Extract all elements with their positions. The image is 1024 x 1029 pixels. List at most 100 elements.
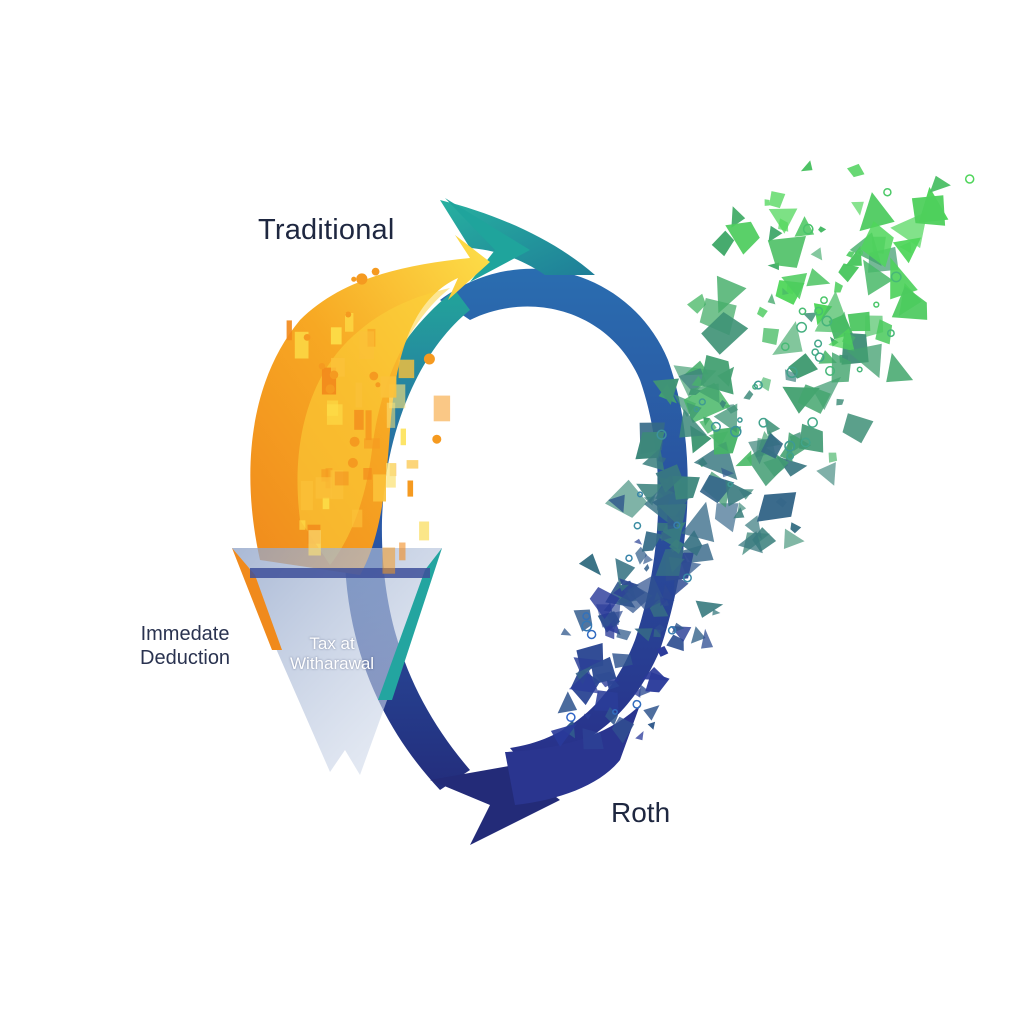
flame-square	[373, 474, 386, 502]
flame-dot	[423, 353, 435, 365]
flame-square	[345, 313, 354, 332]
shard	[643, 563, 650, 572]
shard-ring	[825, 365, 836, 376]
shard-ring	[786, 366, 798, 379]
flame-square	[354, 409, 364, 430]
shard-ring	[890, 271, 902, 283]
shard	[886, 352, 914, 383]
flame-square	[380, 376, 397, 398]
funnel-left-orange	[232, 548, 282, 650]
shard-ring	[710, 421, 721, 432]
shard	[814, 290, 852, 333]
shard	[772, 321, 803, 355]
shard-ring	[883, 187, 892, 197]
shard	[594, 690, 619, 712]
shard-ring	[886, 329, 895, 338]
shard	[762, 327, 780, 345]
shard	[668, 556, 685, 573]
shard	[859, 192, 895, 232]
shard	[797, 384, 831, 414]
shard	[638, 684, 651, 697]
shard	[733, 507, 745, 519]
shard	[802, 312, 818, 323]
flame-square	[359, 331, 374, 359]
shard-ring	[625, 554, 633, 562]
label-tax-at-withdrawal: Tax at Witharawal	[290, 634, 374, 674]
label-traditional: Traditional	[258, 214, 395, 246]
flame-square	[286, 320, 292, 341]
shard	[681, 501, 715, 543]
flame-square	[355, 382, 363, 408]
shard	[575, 665, 592, 685]
shard	[657, 456, 667, 463]
shard	[781, 273, 808, 300]
shard	[701, 628, 714, 649]
label-tax-at-withdrawal-line2: Witharawal	[290, 654, 375, 673]
shard-ring	[820, 296, 828, 305]
shard	[641, 531, 662, 552]
shard	[687, 293, 706, 314]
shard	[669, 539, 684, 554]
shard-ring	[814, 352, 825, 363]
shard	[618, 584, 629, 592]
shard	[875, 319, 893, 345]
shard	[764, 417, 781, 435]
traditional-arrow-tip	[445, 198, 530, 282]
shard	[657, 522, 669, 531]
shard	[891, 286, 928, 320]
shard	[836, 398, 845, 406]
shard	[560, 628, 572, 636]
shard	[784, 369, 797, 383]
shard-ring	[758, 417, 769, 428]
shard	[712, 609, 721, 616]
flame-dot	[318, 363, 326, 370]
shard	[783, 528, 805, 549]
flame-square	[363, 468, 372, 480]
shard	[816, 462, 836, 486]
shard	[675, 521, 687, 531]
shard-ring	[784, 440, 796, 452]
shard-ring	[786, 452, 795, 460]
shard-ring	[581, 620, 593, 632]
shard-ring	[693, 406, 700, 413]
flame-square	[327, 400, 339, 416]
shard	[767, 293, 776, 305]
flame-square	[299, 520, 306, 530]
shard-ring	[632, 699, 642, 709]
shard-ring	[667, 626, 677, 635]
flame-dot	[371, 267, 380, 276]
shard	[616, 628, 632, 641]
shard	[714, 503, 739, 533]
flame-square	[364, 438, 380, 449]
shard	[649, 599, 669, 617]
flame-dot	[375, 382, 381, 388]
shard	[619, 578, 639, 595]
shard	[737, 531, 763, 554]
shard	[612, 653, 633, 669]
shard-ring	[737, 417, 743, 423]
shard-ring	[814, 339, 823, 348]
shard	[759, 377, 772, 392]
shard	[608, 494, 625, 513]
shard-ring	[856, 366, 863, 373]
flame-square	[398, 359, 415, 379]
flame-square	[433, 395, 451, 422]
shard	[756, 492, 797, 522]
shard	[611, 716, 635, 744]
shard	[695, 600, 724, 618]
shard	[635, 731, 644, 741]
shard	[790, 522, 802, 534]
shard	[899, 241, 912, 254]
shard-ring	[873, 301, 880, 308]
flame-dot	[432, 434, 442, 444]
shard	[768, 208, 798, 234]
shard	[647, 721, 656, 730]
shard-ring	[780, 342, 790, 352]
label-immediate-deduction-line2: Deduction	[140, 647, 231, 669]
shard	[690, 626, 706, 644]
shard	[634, 628, 653, 642]
shard-ring	[636, 491, 644, 498]
shard	[683, 360, 709, 376]
